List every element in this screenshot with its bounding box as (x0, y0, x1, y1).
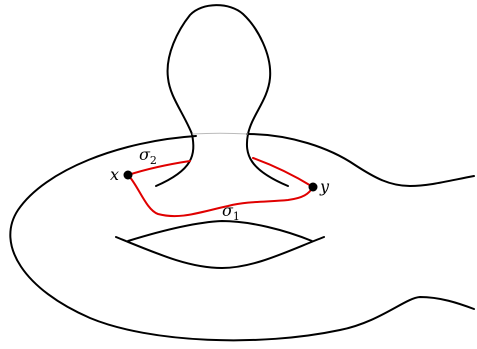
label-sigma2-symbol: σ (139, 145, 151, 164)
point-y (308, 182, 318, 192)
path-sigma2-right (252, 157, 314, 188)
hole-lower-curve (115, 236, 325, 269)
label-sigma2-subscript: 2 (150, 154, 157, 167)
label-y: y (319, 177, 330, 196)
label-x: x (110, 165, 119, 184)
label-sigma1: σ1 (222, 201, 240, 223)
label-sigma1-symbol: σ (222, 201, 234, 220)
hole-upper-curve (127, 220, 313, 242)
handle-outline (166, 4, 272, 135)
handle-seam (191, 132, 249, 135)
path-sigma2-left (127, 160, 191, 176)
label-sigma1-subscript: 1 (233, 210, 240, 223)
paths-group (127, 157, 314, 218)
handle-base-right (246, 133, 289, 187)
label-sigma2: σ2 (139, 145, 157, 167)
handle-base-left (155, 133, 195, 187)
surface-outer-boundary (9, 135, 475, 342)
point-x (123, 170, 133, 180)
surface-upper-right-edge (246, 133, 475, 187)
path-sigma1 (127, 174, 314, 218)
